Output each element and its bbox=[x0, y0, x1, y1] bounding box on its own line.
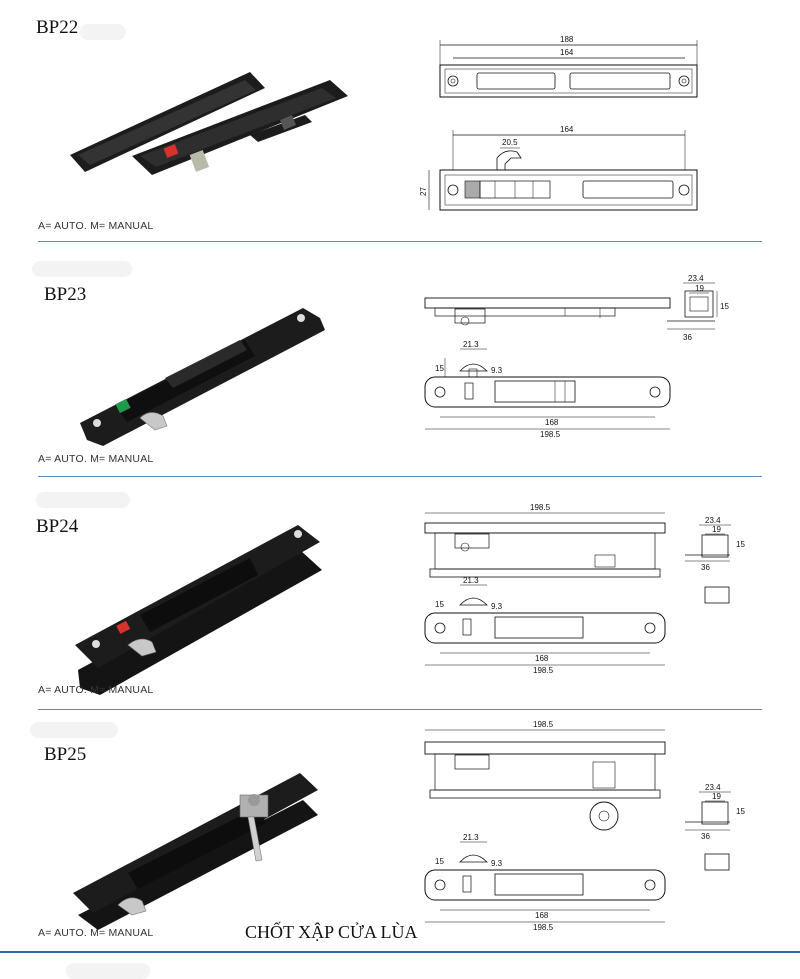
mode-note: A= AUTO. M= MANUAL bbox=[38, 453, 154, 465]
dim-h: 15 bbox=[720, 302, 729, 311]
dim-inner: 164 bbox=[560, 48, 574, 57]
bottom-bar bbox=[0, 951, 800, 953]
dim-inner: 168 bbox=[535, 654, 549, 663]
dim-offset: 9.3 bbox=[491, 859, 503, 868]
watermark-blur bbox=[36, 492, 130, 508]
product-code: BP25 bbox=[44, 744, 87, 765]
dim-overall: 198.5 bbox=[533, 923, 554, 932]
watermark-blur bbox=[66, 963, 150, 979]
bp24-technical-drawing: 198.5 23.4 19 15 36 21.3 15 9.3 168 198.… bbox=[424, 503, 745, 675]
dim-overall: 188 bbox=[560, 35, 574, 44]
bp25-technical-drawing: 198.5 23.4 19 15 36 21.3 15 9.3 168 198.… bbox=[424, 720, 745, 932]
dim-w2: 19 bbox=[712, 792, 721, 801]
bp22-technical-drawing: 188 164 164 20.5 27 bbox=[419, 35, 698, 211]
mode-note: A= AUTO. M= MANUAL bbox=[38, 220, 154, 232]
section-divider bbox=[38, 476, 762, 477]
dim-inner-2: 164 bbox=[560, 125, 574, 134]
bp24-product-image bbox=[75, 525, 322, 695]
dim-height: 27 bbox=[419, 187, 428, 196]
product-bp22: BP22 A= AUTO. M= MANUAL 188 164 bbox=[0, 0, 800, 243]
product-code: BP22 bbox=[36, 17, 79, 38]
dim-w2: 19 bbox=[695, 284, 704, 293]
watermark-blur bbox=[30, 722, 118, 738]
dim-h: 15 bbox=[736, 807, 745, 816]
dim-latch: 20.5 bbox=[502, 138, 518, 147]
bp23-product-image bbox=[80, 308, 325, 446]
mode-note: A= AUTO. M= MANUAL bbox=[38, 927, 154, 939]
dim-w1: 23.4 bbox=[705, 783, 721, 792]
product-bp24: BP24 A= AUTO. M= MANUAL 198.5 23.4 19 15… bbox=[0, 478, 800, 710]
product-bp23: BP23 A= AUTO. M= MANUAL 23.4 19 15 36 21… bbox=[0, 243, 800, 478]
dim-overall: 198.5 bbox=[540, 430, 561, 439]
dim-base: 36 bbox=[701, 832, 710, 841]
dim-w2: 19 bbox=[712, 525, 721, 534]
dim-top: 198.5 bbox=[533, 720, 554, 729]
dim-latch-width: 21.3 bbox=[463, 833, 479, 842]
bp22-product-image bbox=[70, 72, 348, 175]
dim-base: 36 bbox=[701, 563, 710, 572]
product-code: BP23 bbox=[44, 284, 87, 305]
dim-latch-height: 15 bbox=[435, 857, 444, 866]
section-divider bbox=[38, 241, 762, 242]
product-bp25: BP25 A= AUTO. M= MANUAL 198.5 23.4 19 15… bbox=[0, 710, 800, 950]
dim-offset: 9.3 bbox=[491, 602, 503, 611]
watermark-blur bbox=[80, 24, 126, 40]
dim-overall: 198.5 bbox=[533, 666, 554, 675]
dim-base: 36 bbox=[683, 333, 692, 342]
dim-w1: 23.4 bbox=[705, 516, 721, 525]
dim-inner: 168 bbox=[545, 418, 559, 427]
mode-note: A= AUTO. M= MANUAL bbox=[38, 684, 154, 696]
watermark-blur bbox=[32, 261, 132, 277]
dim-offset: 9.3 bbox=[491, 366, 503, 375]
dim-latch-height: 15 bbox=[435, 364, 444, 373]
bp23-technical-drawing: 23.4 19 15 36 21.3 15 9.3 168 198.5 bbox=[424, 274, 729, 439]
dim-top: 198.5 bbox=[530, 503, 551, 512]
page-title: CHỐT XẬP CỬA LÙA bbox=[245, 922, 418, 942]
dim-inner: 168 bbox=[535, 911, 549, 920]
bp25-product-image bbox=[73, 773, 318, 930]
dim-latch-width: 21.3 bbox=[463, 576, 479, 585]
dim-w1: 23.4 bbox=[688, 274, 704, 283]
product-code: BP24 bbox=[36, 516, 79, 537]
dim-latch-width: 21.3 bbox=[463, 340, 479, 349]
dim-latch-height: 15 bbox=[435, 600, 444, 609]
section-divider bbox=[38, 709, 762, 710]
dim-h: 15 bbox=[736, 540, 745, 549]
